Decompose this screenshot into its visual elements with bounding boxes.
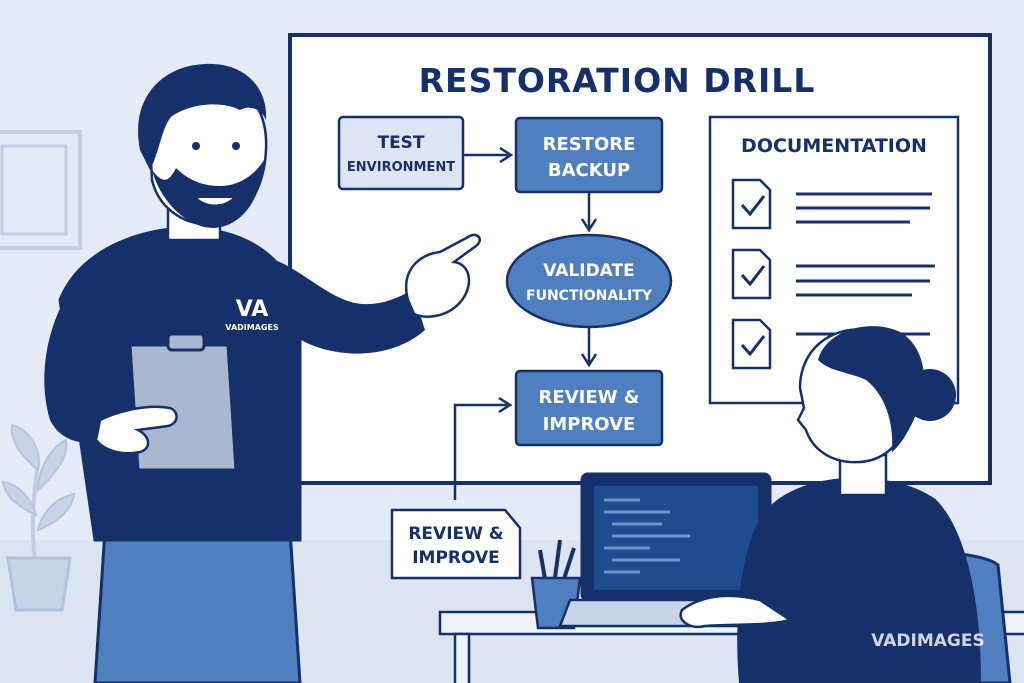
step-validate-functionality (505, 233, 673, 329)
arrow-validate-to-review (580, 328, 598, 368)
step-review-improve (514, 369, 664, 447)
arrow-restore-to-validate (580, 193, 598, 233)
document-icon (731, 318, 772, 370)
documentation-title: DOCUMENTATION (741, 135, 927, 157)
note-line2: IMPROVE (412, 548, 500, 568)
step-validate-line2: FUNCTIONALITY (526, 288, 653, 304)
step-review-line1: REVIEW & (539, 387, 640, 408)
checklist-item-1 (731, 178, 932, 230)
seated-woman (679, 326, 982, 683)
checklist-item-2 (731, 248, 935, 300)
step-test-line2: ENVIRONMENT (347, 160, 455, 175)
arrow-test-to-restore (463, 146, 514, 164)
step-test-environment (337, 115, 465, 191)
step-restore-backup (514, 116, 664, 194)
step-restore-line2: BACKUP (548, 160, 630, 181)
wall-frame (0, 130, 82, 250)
checkmark-icon (740, 265, 766, 287)
watermark: VADIMAGES (871, 631, 984, 651)
standing-man (44, 63, 481, 683)
shirt-logo-mark: VA (236, 297, 269, 322)
document-icon (731, 178, 772, 230)
laptop-screen (594, 486, 758, 590)
checkmark-icon (740, 335, 766, 357)
document-icon (731, 248, 772, 300)
board-title: RESTORATION DRILL (419, 61, 816, 100)
step-test-line1: TEST (377, 133, 424, 153)
sticky-note (390, 508, 522, 580)
checkmark-icon (740, 195, 766, 217)
man-jeans (93, 528, 302, 683)
step-validate-line1: VALIDATE (543, 261, 634, 281)
note-line1: REVIEW & (408, 524, 503, 544)
arrow-note-to-review (453, 396, 513, 500)
plant (1, 423, 76, 612)
shirt-logo-text: VADIMAGES (225, 323, 279, 332)
step-review-line2: IMPROVE (543, 414, 636, 435)
step-restore-line1: RESTORE (543, 134, 636, 155)
